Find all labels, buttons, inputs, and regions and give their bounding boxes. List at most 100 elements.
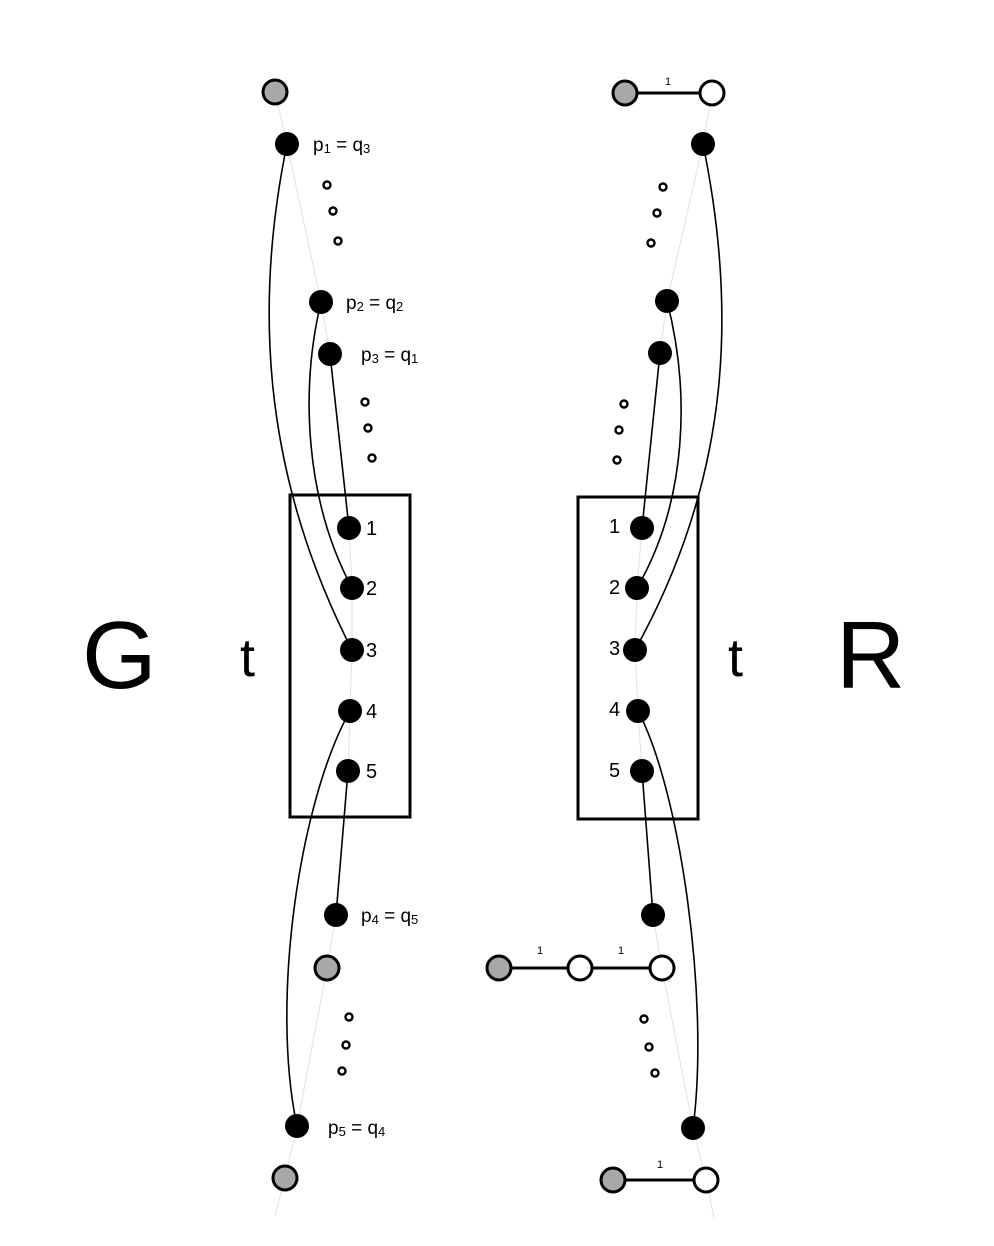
left-grey-vertex-bottom bbox=[271, 1164, 299, 1192]
right-box-numbers: 1 2 3 4 5 bbox=[609, 516, 620, 782]
right-grey-vertex-mid bbox=[485, 954, 513, 982]
ellipsis-dot bbox=[652, 208, 662, 218]
right-curve-5 bbox=[641, 770, 654, 916]
p-letter: p bbox=[346, 293, 357, 314]
pq-label-4: p4 = q5 bbox=[361, 906, 418, 927]
right-curve-2 bbox=[636, 300, 682, 589]
left-vertex-p3 bbox=[318, 342, 342, 366]
q-letter: q bbox=[385, 293, 396, 314]
ellipsis-dot bbox=[367, 453, 377, 463]
edge-weight-label: 1 bbox=[657, 1159, 663, 1171]
right-grey-vertex-bottom bbox=[599, 1166, 627, 1194]
ellipsis-dot bbox=[646, 238, 656, 248]
q-subscript: 1 bbox=[411, 351, 418, 366]
left-box-vertex-4 bbox=[338, 699, 362, 723]
p-letter: p bbox=[361, 345, 372, 366]
ellipsis-dot bbox=[333, 236, 343, 246]
q-subscript: 4 bbox=[378, 1124, 385, 1139]
right-curve-1 bbox=[641, 352, 661, 529]
p-letter: p bbox=[361, 906, 372, 927]
left-curve-p2-2 bbox=[308, 301, 353, 589]
ellipsis-dot bbox=[644, 1042, 654, 1052]
ellipsis-dot bbox=[360, 397, 370, 407]
q-letter: q bbox=[352, 135, 363, 156]
pq-label-2: p2 = q2 bbox=[346, 293, 403, 314]
right-vertex-d bbox=[681, 1116, 705, 1140]
left-vertex-p1 bbox=[275, 132, 299, 156]
right-vertex-c bbox=[641, 903, 665, 927]
edge-weight-label: 1 bbox=[537, 945, 543, 957]
right-connections bbox=[634, 143, 723, 1129]
right-cut-box bbox=[576, 495, 700, 821]
right-vertex-b bbox=[648, 341, 672, 365]
left-grey-vertex-top bbox=[261, 78, 289, 106]
right-box-number: 4 bbox=[609, 699, 620, 721]
left-vertex-p4 bbox=[324, 903, 348, 927]
right-white-vertex-top bbox=[698, 79, 726, 107]
p-subscript: 3 bbox=[372, 351, 379, 366]
graph-label-r: R bbox=[836, 602, 905, 709]
right-vertices bbox=[485, 79, 726, 1194]
right-box-vertex-4 bbox=[626, 699, 650, 723]
graph-label-g: G bbox=[82, 602, 157, 709]
q-subscript: 3 bbox=[363, 141, 370, 156]
left-vertices bbox=[261, 78, 364, 1192]
left-box-number: 5 bbox=[366, 761, 377, 783]
right-curve-top-3 bbox=[634, 143, 723, 651]
left-box-number: 2 bbox=[366, 578, 377, 600]
ellipsis-dot bbox=[322, 180, 332, 190]
ellipsis-dot bbox=[363, 423, 373, 433]
left-vertex-p5 bbox=[285, 1114, 309, 1138]
right-vertex-a bbox=[655, 289, 679, 313]
right-vertex-top bbox=[691, 132, 715, 156]
left-box-vertex-5 bbox=[336, 759, 360, 783]
p-subscript: 5 bbox=[339, 1124, 346, 1139]
p-subscript: 4 bbox=[372, 912, 379, 927]
left-box-vertex-1 bbox=[337, 516, 361, 540]
right-white-vertex-bottom bbox=[692, 1166, 720, 1194]
right-box-vertex-3 bbox=[623, 638, 647, 662]
edge-weight-label: 1 bbox=[618, 945, 624, 957]
equals-sign: = bbox=[331, 135, 353, 156]
right-curve-4-bottom bbox=[637, 710, 699, 1129]
right-box-number: 2 bbox=[609, 577, 620, 599]
ellipsis-dot bbox=[619, 399, 629, 409]
right-grey-vertex-top bbox=[611, 79, 639, 107]
right-white-vertex-mid-b bbox=[648, 954, 676, 982]
left-box-numbers: 1 2 3 4 5 bbox=[366, 518, 377, 783]
p-subscript: 2 bbox=[357, 299, 364, 314]
right-box-vertex-5 bbox=[630, 759, 654, 783]
left-cut-label: t bbox=[240, 628, 255, 688]
q-subscript: 5 bbox=[411, 912, 418, 927]
left-grey-vertex-mid bbox=[313, 954, 341, 982]
edge-weight-label: 1 bbox=[665, 76, 671, 88]
right-box-vertex-2 bbox=[625, 576, 649, 600]
ellipsis-dot bbox=[614, 425, 624, 435]
p-subscript: 1 bbox=[324, 141, 331, 156]
pq-label-3: p3 = q1 bbox=[361, 345, 418, 366]
left-curve-p1-3 bbox=[268, 143, 353, 651]
left-curve-5-p4 bbox=[335, 770, 349, 916]
ellipsis-dot bbox=[612, 455, 622, 465]
left-box-number: 1 bbox=[366, 518, 377, 540]
right-box-number: 5 bbox=[609, 760, 620, 782]
right-box-vertex-1 bbox=[630, 516, 654, 540]
left-box-number: 4 bbox=[366, 701, 377, 723]
ellipsis-dot bbox=[650, 1068, 660, 1078]
q-letter: q bbox=[400, 906, 411, 927]
equals-sign: = bbox=[346, 1118, 368, 1139]
q-letter: q bbox=[400, 345, 411, 366]
ellipsis-dot bbox=[341, 1040, 351, 1050]
left-connections bbox=[268, 143, 353, 1127]
pq-label-1: p1 = q3 bbox=[313, 135, 370, 156]
pq-labels: p1 = q3 p2 = q2 p3 = q1 p4 = q5 p5 = q4 bbox=[313, 135, 418, 1139]
pq-label-5: p5 = q4 bbox=[328, 1118, 385, 1139]
ellipsis-dot bbox=[344, 1012, 354, 1022]
ellipsis-dots bbox=[322, 180, 668, 1078]
right-white-vertex-mid-a bbox=[566, 954, 594, 982]
right-cut-label: t bbox=[728, 628, 743, 688]
q-letter: q bbox=[367, 1118, 378, 1139]
left-box-number: 3 bbox=[366, 640, 377, 662]
left-cut-box bbox=[288, 493, 412, 819]
